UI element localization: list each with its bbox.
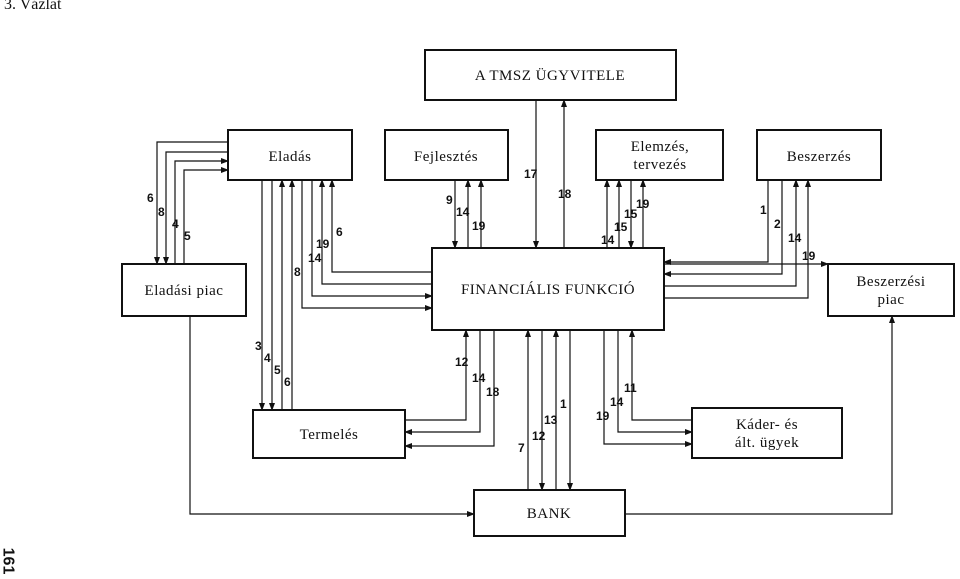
flow-number: 4 xyxy=(172,217,179,231)
flow-number: 18 xyxy=(558,187,572,201)
node-label: Eladási piac xyxy=(145,283,224,299)
node-eladasi-piac: Eladási piac xyxy=(121,263,247,317)
flow-number: 6 xyxy=(284,375,291,389)
flow-number: 6 xyxy=(336,225,343,239)
node-label: tervezés xyxy=(633,157,686,173)
flow-number: 5 xyxy=(274,363,281,377)
flow-number: 3 xyxy=(255,339,262,353)
node-label: piac xyxy=(878,292,905,308)
flow-number: 19 xyxy=(802,249,816,263)
node-fejlesztes: Fejlesztés xyxy=(384,129,509,181)
flow-number: 18 xyxy=(486,385,500,399)
flow-number: 14 xyxy=(788,231,802,245)
node-label: Elemzés, xyxy=(631,139,690,155)
node-financialis-funkcio: FINANCIÁLIS FUNKCIÓ xyxy=(431,247,665,331)
flow-number: 8 xyxy=(158,205,165,219)
flow-number: 19 xyxy=(316,237,330,251)
flow-number: 14 xyxy=(308,251,322,265)
flow-number: 19 xyxy=(636,197,650,211)
node-kader: Káder- és ált. ügyek xyxy=(691,407,843,459)
node-label: Beszerzési xyxy=(856,274,925,290)
flow-number: 11 xyxy=(624,381,637,395)
flow-number: 15 xyxy=(624,207,638,221)
node-beszerzesi-piac: Beszerzési piac xyxy=(827,263,955,317)
node-elades: Eladás xyxy=(227,129,353,181)
page-header: 3. Vázlat xyxy=(4,0,62,13)
flow-number: 5 xyxy=(184,229,191,243)
node-beszerzes: Beszerzés xyxy=(756,129,882,181)
flow-number: 13 xyxy=(544,413,558,427)
node-termeles: Termelés xyxy=(252,409,406,459)
flow-number: 6 xyxy=(147,191,154,205)
node-label: A TMSZ ÜGYVITELE xyxy=(475,67,625,84)
flow-number: 14 xyxy=(472,371,486,385)
flow-number: 19 xyxy=(596,409,610,423)
flow-number: 1 xyxy=(560,397,567,411)
node-label: Eladás xyxy=(269,149,312,165)
flow-number: 15 xyxy=(614,220,628,234)
flow-numbers: 6 8 4 5 6 19 14 8 3 4 5 6 9 14 19 17 18 … xyxy=(147,167,816,455)
page-number: 161 xyxy=(0,547,17,575)
connectors xyxy=(154,99,895,517)
node-label: Fejlesztés xyxy=(414,149,478,165)
flow-number: 12 xyxy=(532,429,546,443)
node-bank: BANK xyxy=(473,489,626,537)
node-tmsz: A TMSZ ÜGYVITELE xyxy=(424,49,677,101)
flow-number: 12 xyxy=(455,355,469,369)
node-label: Káder- és xyxy=(736,417,798,433)
node-elemzes: Elemzés, tervezés xyxy=(595,129,724,181)
flow-number: 8 xyxy=(294,265,301,279)
flow-number: 19 xyxy=(472,219,486,233)
node-label: FINANCIÁLIS FUNKCIÓ xyxy=(461,281,635,298)
node-label: Termelés xyxy=(300,427,359,443)
flow-number: 14 xyxy=(601,233,615,247)
node-label: Beszerzés xyxy=(787,149,851,165)
flow-number: 1 xyxy=(760,203,767,217)
flow-number: 14 xyxy=(456,205,470,219)
flow-number: 17 xyxy=(524,167,538,181)
node-label: ált. ügyek xyxy=(735,435,799,451)
flow-number: 4 xyxy=(264,351,271,365)
flow-number: 14 xyxy=(610,395,624,409)
flow-number: 2 xyxy=(774,217,781,231)
node-label: BANK xyxy=(527,506,572,522)
flow-number: 9 xyxy=(446,193,453,207)
flow-number: 7 xyxy=(518,441,525,455)
